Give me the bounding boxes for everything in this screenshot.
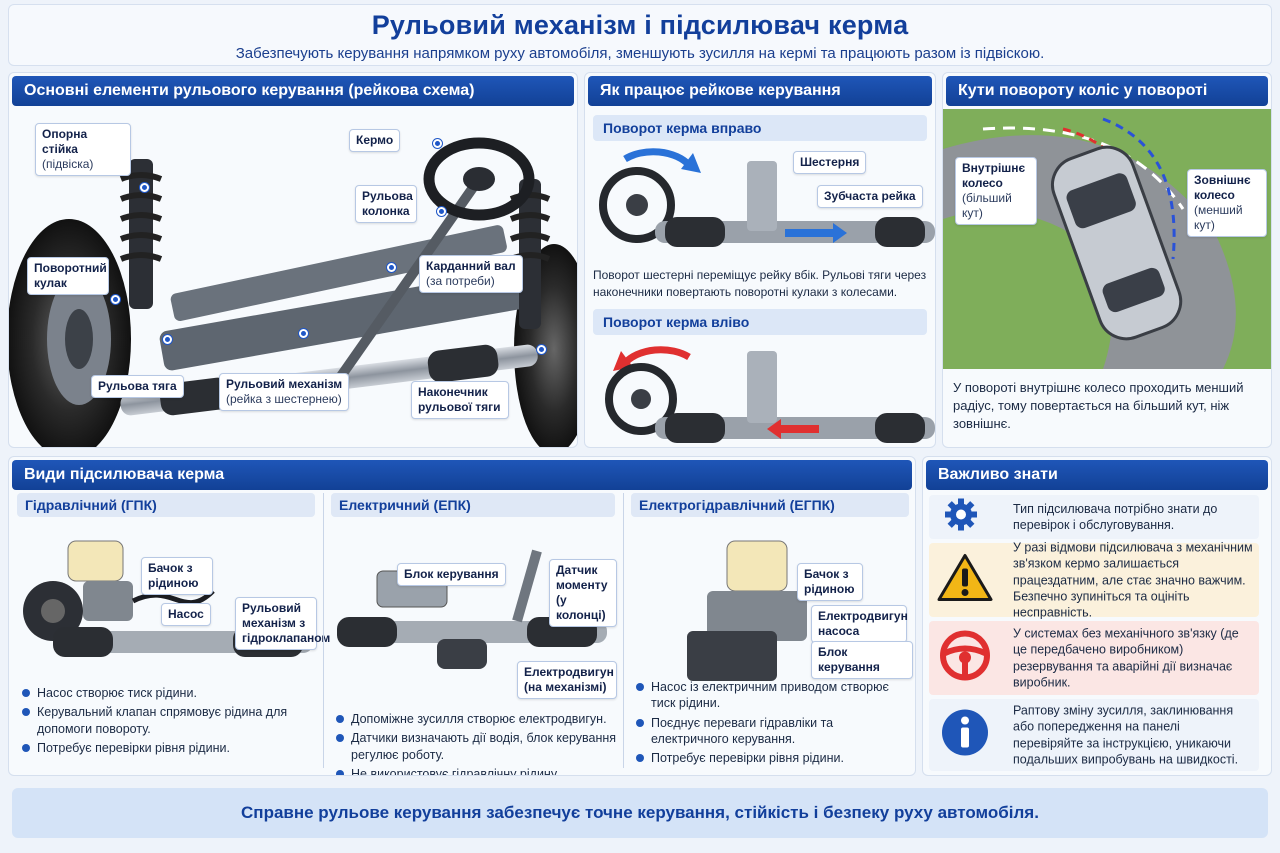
elements-panel-title: Основні елементи рульового керування (ре… (12, 76, 574, 106)
dot-cardan (387, 263, 396, 272)
hydraulic-bullet: Потребує перевірки рівня рідини. (19, 740, 319, 756)
label-electric-sensor: Датчик моменту (у колонці) (549, 559, 617, 627)
how-caption: Поворот шестерні переміщує рейку вбік. Р… (593, 268, 927, 299)
footer-banner: Справне рульове керування забезпечує точ… (12, 788, 1268, 838)
important-item: У разі відмови підсилювача з механічним … (929, 540, 1259, 619)
dot-strut (140, 183, 149, 192)
dot-column (437, 207, 446, 216)
turn-left-diagram (605, 346, 935, 443)
hydraulic-bullet: Керувальний клапан спрямовує рідина для … (19, 704, 319, 737)
turn-right-title: Поворот керма вправо (593, 115, 927, 141)
label-electric-motor: Електродвигун (на механізмі) (517, 661, 617, 699)
important-text: Тип підсилювача потрібно знати до переві… (1013, 501, 1218, 532)
important-item: Тип підсилювача потрібно знати до переві… (929, 495, 1259, 539)
elements-panel: Основні елементи рульового керування (ре… (8, 72, 578, 448)
hydraulic-bullets: Насос створює тиск рідини. Керувальний к… (19, 685, 319, 759)
info-icon (937, 707, 993, 764)
label-outer-wheel: Зовнішнє колесо(менший кут) (1187, 169, 1267, 237)
callout-column: Рульова колонка (355, 185, 417, 223)
callout-knuckle: Поворотний кулак (27, 257, 109, 295)
hydraulic-bullet: Насос створює тиск рідини. (19, 685, 319, 701)
gear-icon (937, 495, 985, 540)
types-panel-title: Види підсилювача керма (12, 460, 912, 490)
electric-bullet: Не використовує гідравлічну рідину підси… (333, 766, 617, 775)
hydraulic-column: Гідравлічний (ГПК) Бачок з рідиною Насос… (13, 493, 330, 755)
dot-tie-rod-end (537, 345, 546, 354)
label-electric-ecu: Блок керування (397, 563, 506, 586)
turning-car-illustration (943, 109, 1271, 369)
callout-tie-rod: Рульова тяга (91, 375, 184, 398)
important-item: Раптову зміну зусилля, заклинювання або … (929, 699, 1259, 771)
electric-bullets: Допоміжне зусилля створює електродвигун.… (333, 711, 617, 775)
warning-icon (937, 553, 993, 608)
page-subtitle: Забезпечують керування напрямком руху ав… (235, 45, 1045, 62)
electric-bullet: Датчики визначають дії водія, блок керув… (333, 730, 617, 763)
dot-tie-rod (163, 335, 172, 344)
dot-knuckle (111, 295, 120, 304)
types-divider (623, 493, 624, 768)
label-rack: Зубчаста рейка (817, 185, 923, 208)
steering-wheel-icon (937, 630, 993, 687)
callout-cardan: Карданний вал(за потреби) (419, 255, 523, 293)
dot-steering-gear (299, 329, 308, 338)
steering-system-illustration (9, 137, 577, 447)
how-panel: Як працює рейкове керування Поворот керм… (584, 72, 936, 448)
turn-left-title: Поворот керма вліво (593, 309, 927, 335)
label-pinion: Шестерня (793, 151, 867, 174)
important-text: У системах без механічного зв'язку (де ц… (1013, 626, 1239, 690)
angles-panel-title: Кути повороту коліс у повороті (946, 76, 1268, 106)
callout-wheel: Кермо (349, 129, 401, 152)
types-divider (323, 493, 324, 768)
angles-panel: Кути повороту коліс у повороті Внутрішнє… (942, 72, 1272, 448)
page-header: Рульовий механізм і підсилювач керма Заб… (8, 4, 1272, 66)
electric-bullet: Допоміжне зусилля створює електродвигун. (333, 711, 617, 727)
angles-caption: У повороті внутрішнє колесо проходить ме… (953, 380, 1244, 432)
how-panel-title: Як працює рейкове керування (588, 76, 932, 106)
hydraulic-title: Гідравлічний (ГПК) (17, 493, 315, 517)
electric-title: Електричний (ЕПК) (331, 493, 615, 517)
dot-wheel (433, 139, 442, 148)
page-title: Рульовий механізм і підсилювач керма (371, 10, 909, 40)
turn-right-diagram (599, 148, 935, 247)
label-eh-motor: Електродвигун насоса (811, 605, 908, 643)
electrohydraulic-column: Електрогідравлічний (ЕГПК) Бачок з рідин… (627, 493, 913, 765)
label-hydraulic-pump: Насос (161, 603, 211, 626)
electrohydraulic-bullet: Потребує перевірки рівня рідини. (633, 750, 911, 766)
callout-tie-rod-end: Наконечник рульової тяги (411, 381, 509, 419)
electrohydraulic-bullet: Поєднує переваги гідравліки та електричн… (633, 715, 911, 748)
important-panel: Важливо знати Тип підсилювача потрібно з… (922, 456, 1272, 776)
important-item: У системах без механічного зв'язку (де ц… (929, 621, 1259, 695)
electrohydraulic-illustration (687, 540, 807, 681)
label-inner-wheel: Внутрішнє колесо(більший кут) (955, 157, 1037, 225)
label-eh-ecu: Блок керування (811, 641, 913, 679)
electrohydraulic-bullets: Насос із електричним приводом створює ти… (633, 679, 911, 769)
callout-steering-gear: Рульовий механізм(рейка з шестернею) (219, 373, 350, 411)
callout-strut: Опорна стійка(підвіска) (35, 123, 131, 176)
label-hydraulic-tank: Бачок з рідиною (141, 557, 213, 595)
important-text: У разі відмови підсилювача з механічним … (1013, 540, 1253, 620)
types-panel: Види підсилювача керма Гідравлічний (ГПК… (8, 456, 916, 776)
important-panel-title: Важливо знати (926, 460, 1268, 490)
important-text: Раптову зміну зусилля, заклинювання або … (1013, 703, 1239, 767)
electric-column: Електричний (ЕПК) Блок керування Датчик … (327, 493, 619, 775)
electrohydraulic-bullet: Насос із електричним приводом створює ти… (633, 679, 911, 712)
label-hydraulic-gear: Рульовий механізм з гідроклапаном (235, 597, 330, 650)
label-eh-tank: Бачок з рідиною (797, 563, 863, 601)
electrohydraulic-title: Електрогідравлічний (ЕГПК) (631, 493, 909, 517)
